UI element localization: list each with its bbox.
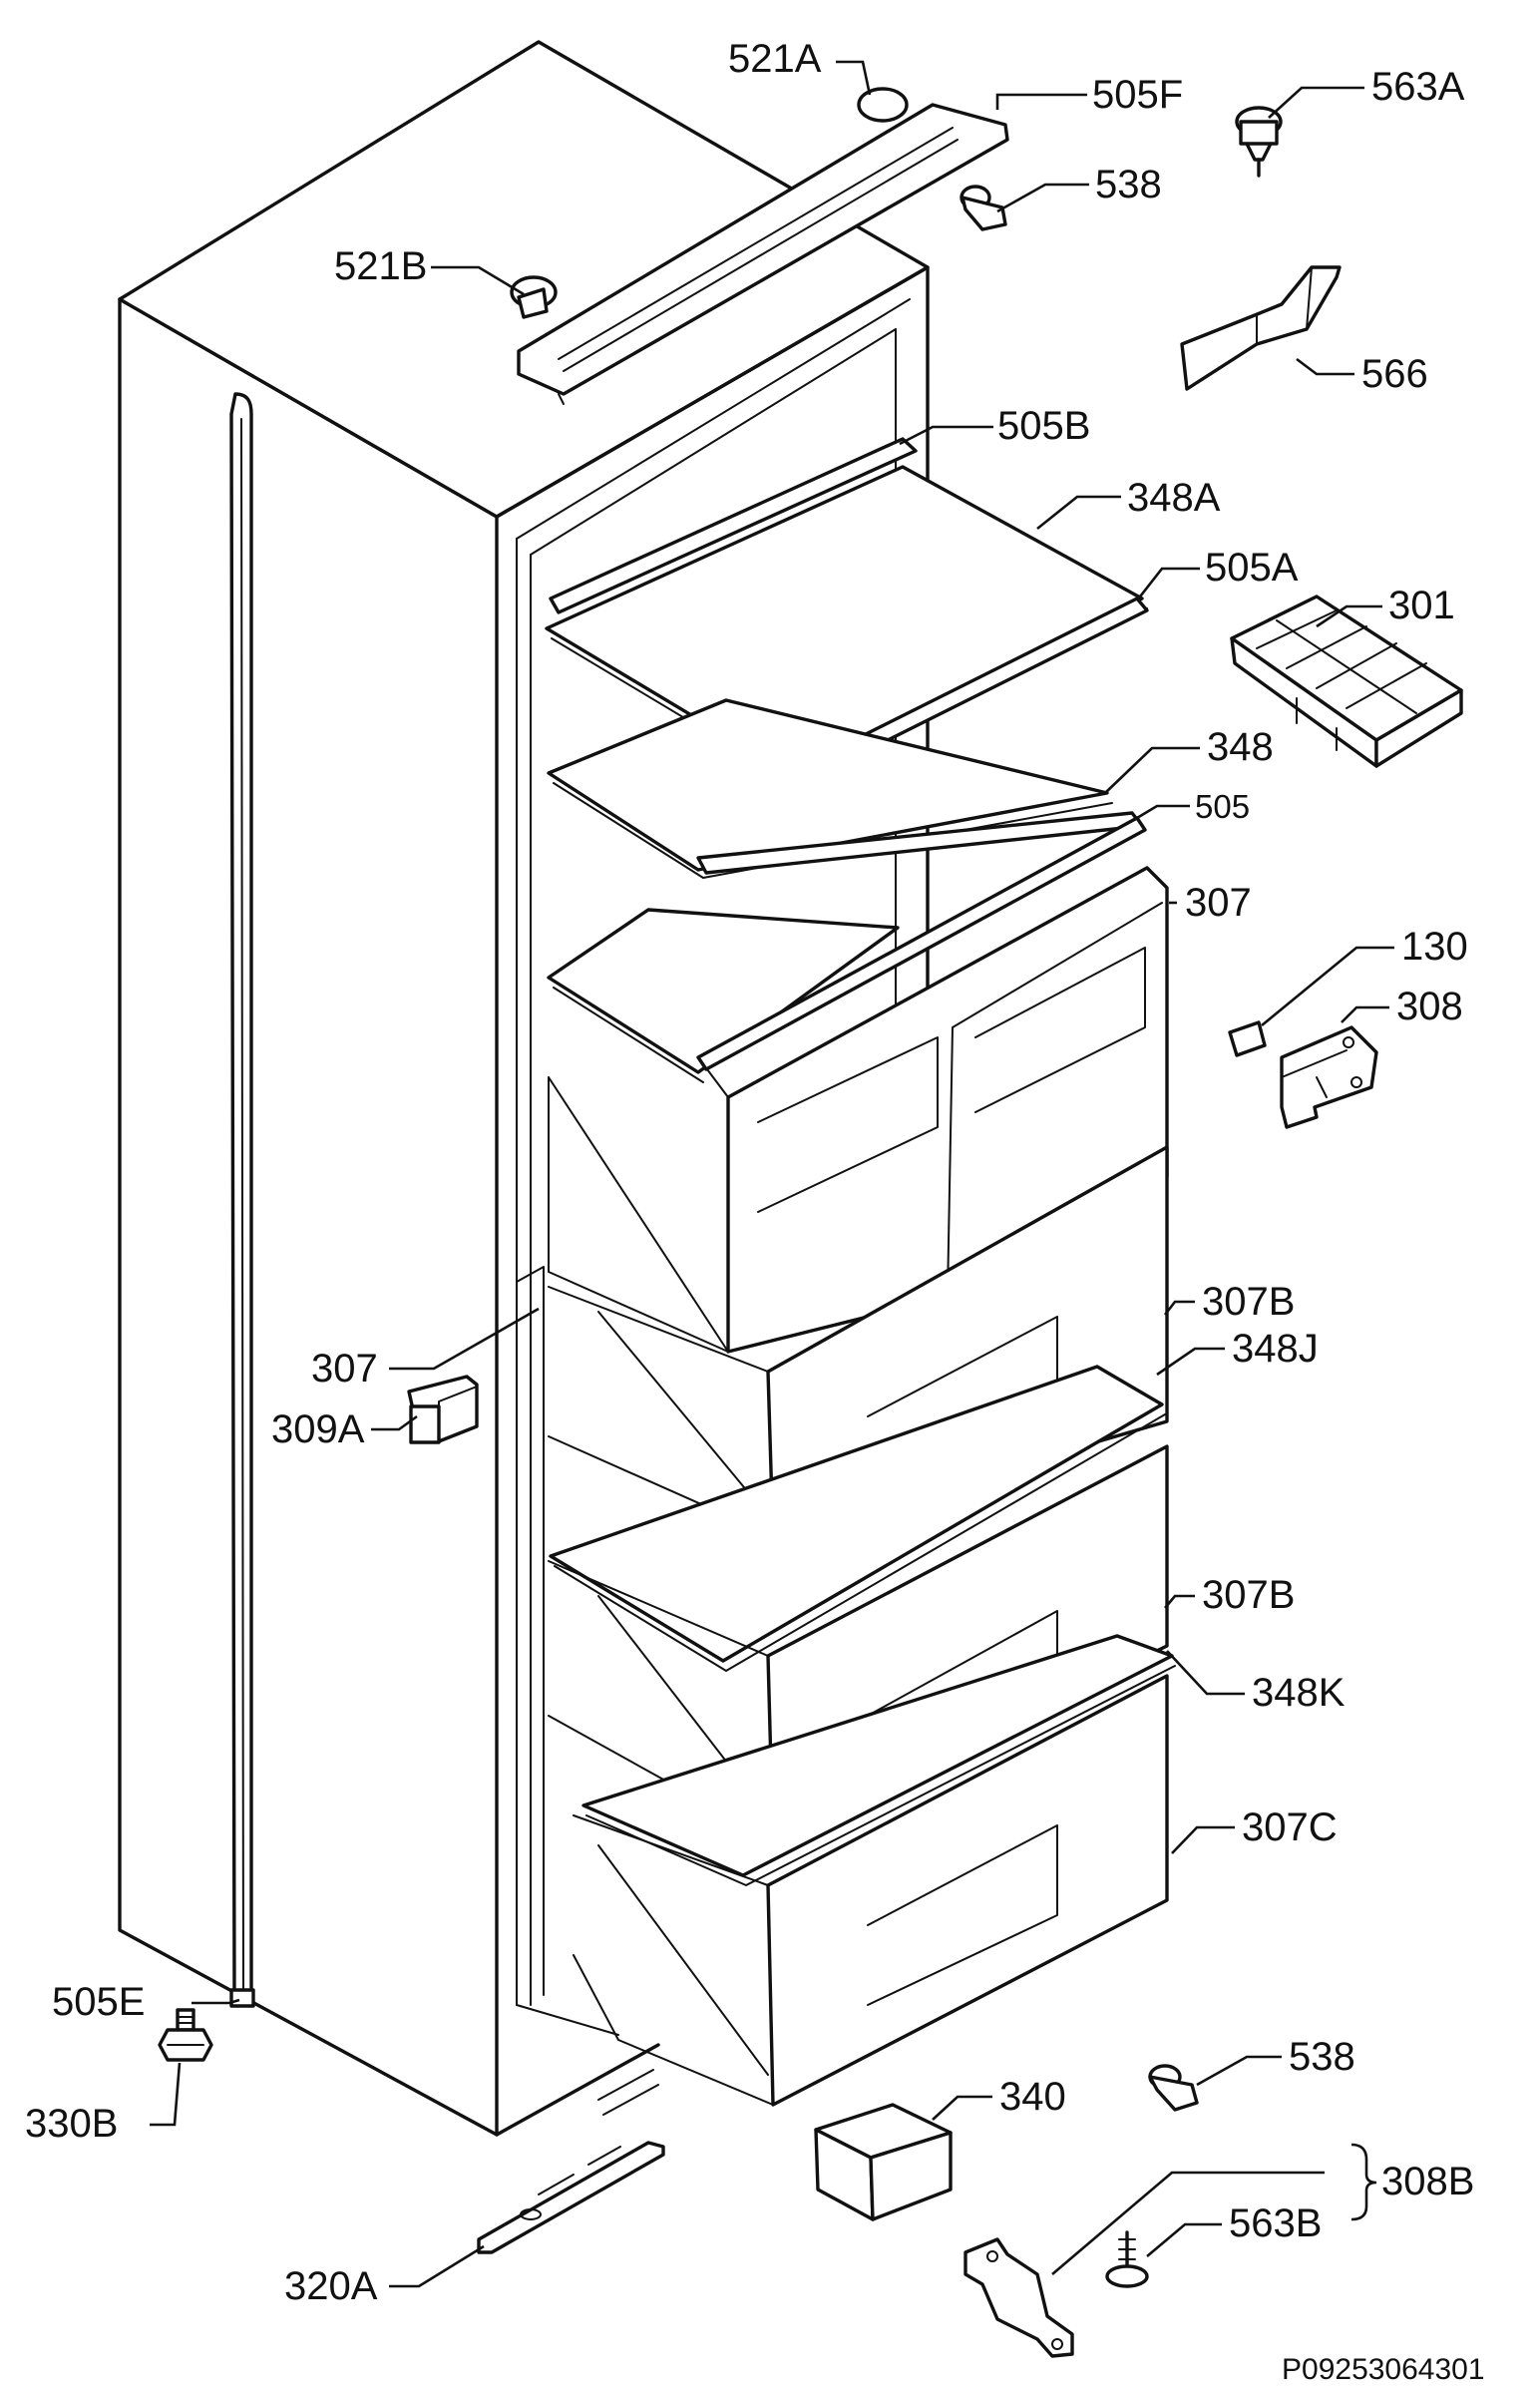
plinth-rail-320A xyxy=(477,2069,665,2254)
label-505E: 505E xyxy=(52,1980,145,2024)
glass-shelf-348 xyxy=(547,698,1144,879)
label-538-bottom: 538 xyxy=(1289,2035,1355,2079)
label-307-left: 307 xyxy=(311,1347,378,1391)
label-340: 340 xyxy=(999,2075,1066,2119)
label-307C: 307C xyxy=(1242,1805,1338,1849)
label-521A: 521A xyxy=(728,37,822,81)
ice-tray-301 xyxy=(1230,595,1463,768)
drawing-code: P09253064301 xyxy=(1282,2353,1485,2386)
label-505F: 505F xyxy=(1092,73,1183,117)
label-505: 505 xyxy=(1195,788,1250,825)
label-521B: 521B xyxy=(334,244,427,288)
label-330B: 330B xyxy=(25,2102,118,2146)
drawer-307C-bottom xyxy=(573,1674,1169,2107)
label-348J: 348J xyxy=(1232,1327,1319,1371)
label-348K: 348K xyxy=(1252,1671,1346,1715)
screw-563B xyxy=(1105,2230,1149,2288)
label-307B-1: 307B xyxy=(1202,1280,1295,1324)
clip-309A xyxy=(407,1375,479,1444)
screw-563A xyxy=(1235,106,1283,178)
cold-accumulator-340 xyxy=(814,2103,953,2221)
label-566: 566 xyxy=(1361,352,1428,396)
part-labels: 521A 505F 563A 538 521B 566 505B 348A 50… xyxy=(25,37,1485,2386)
label-307B-2: 307B xyxy=(1202,1573,1295,1617)
label-307-top: 307 xyxy=(1185,881,1252,925)
spacer-130 xyxy=(1228,1020,1267,1057)
label-130: 130 xyxy=(1401,925,1468,969)
label-308: 308 xyxy=(1396,985,1463,1028)
label-309A: 309A xyxy=(271,1407,365,1451)
hinge-308B xyxy=(963,2237,1074,2358)
label-301: 301 xyxy=(1388,584,1455,627)
label-505B: 505B xyxy=(997,404,1090,448)
label-563B: 563B xyxy=(1229,2201,1322,2245)
label-505A: 505A xyxy=(1205,546,1299,590)
label-308B: 308B xyxy=(1381,2160,1474,2203)
label-348: 348 xyxy=(1207,725,1274,769)
cabinet-body xyxy=(118,40,930,2137)
glass-shelf-upper-drawer-top xyxy=(547,908,900,1083)
top-hinge-rail-505F xyxy=(510,87,1009,405)
door-gasket-505E xyxy=(229,392,255,2008)
label-563A: 563A xyxy=(1371,65,1465,109)
hinge-cap-538-top xyxy=(960,185,1007,231)
glass-shelf-348J xyxy=(549,1365,1166,1672)
hinge-cap-538-bottom xyxy=(1148,2064,1199,2112)
label-348A: 348A xyxy=(1127,476,1221,520)
hinge-308 xyxy=(1280,1025,1378,1129)
ice-scraper-566 xyxy=(1180,265,1342,391)
label-538-top: 538 xyxy=(1095,163,1162,206)
adjustable-foot-330B xyxy=(158,2008,213,2062)
label-320A: 320A xyxy=(284,2264,378,2308)
leader-lines xyxy=(150,60,1394,2288)
